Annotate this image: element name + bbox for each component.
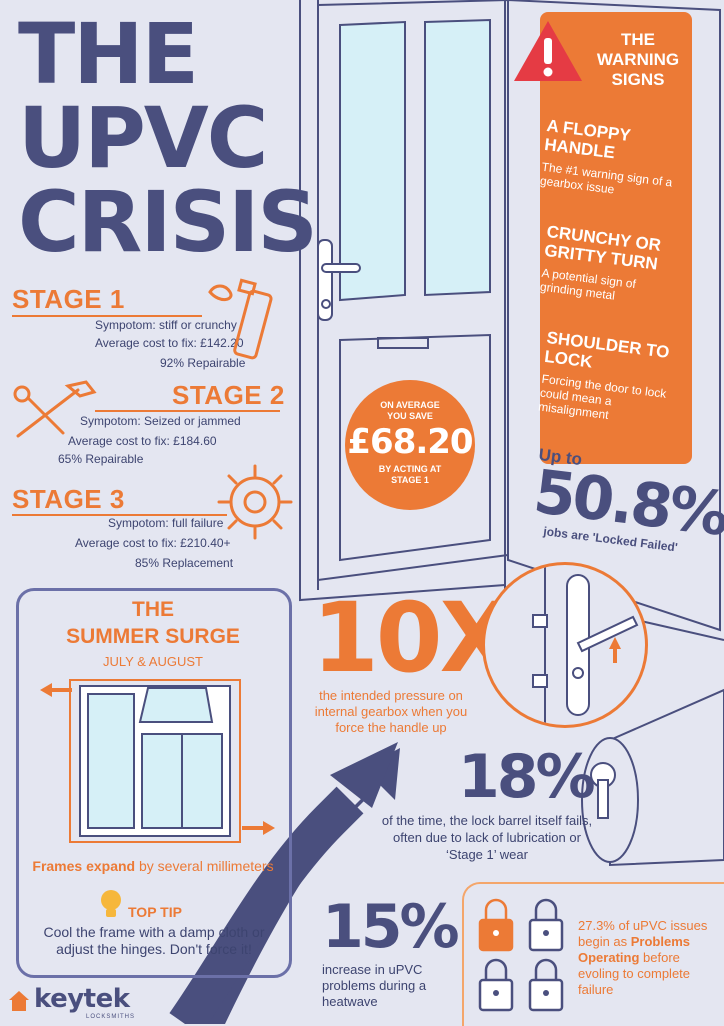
stage-3-cost: Average cost to fix: £210.40+ [75, 536, 231, 550]
warning-item-3-text: Forcing the door to lock could mean a mi… [537, 371, 668, 422]
title-line-1: THE [18, 5, 199, 103]
heatwave-text: increase in uPVC problems during a heatw… [322, 962, 427, 1009]
stage-2-cost: Average cost to fix: £184.60 [68, 434, 217, 448]
savings-amount: £68.20 [347, 422, 473, 462]
summer-title: THE SUMMER SURGE [66, 598, 240, 648]
heatwave-value: 15% [322, 892, 460, 962]
savings-badge: ON AVERAGE YOU SAVE £68.20 BY ACTING AT … [345, 380, 475, 510]
logo-name: keytek [34, 984, 130, 1014]
top-tip-text: Cool the frame with a damp cloth or adju… [43, 924, 265, 957]
summer-surge-box [16, 588, 292, 978]
stage-1-outcome: 92% Repairable [160, 356, 246, 370]
top-tip-title: TOP TIP [128, 904, 182, 920]
savings-bottom-text: BY ACTING AT STAGE 1 [378, 464, 442, 485]
handle-closeup-circle [482, 562, 648, 728]
stage-3-underline [12, 514, 227, 516]
summer-expand-text: Frames expand by several millimeters [32, 858, 274, 874]
spray-can-icon [208, 278, 273, 360]
pressure-text: the intended pressure on internal gearbo… [314, 688, 468, 735]
stage-1-symptom: Sympotom: stiff or crunchy [95, 318, 237, 332]
hammer-wrench-icon [13, 380, 97, 438]
savings-top-text: ON AVERAGE YOU SAVE [380, 400, 440, 421]
warning-triangle-icon [514, 21, 582, 81]
stage-1-title: STAGE 1 [12, 284, 125, 314]
door-handle-icon [532, 565, 639, 725]
logo-sub: LOCKSMITHS [86, 1014, 136, 1020]
stage-3-symptom: Sympotom: full failure [108, 516, 224, 530]
stage-1-cost: Average cost to fix: £142.20 [95, 336, 244, 350]
house-icon [9, 991, 29, 1011]
pressure-value: 10X [312, 582, 514, 694]
problems-text: 27.3% of uPVC issues begin as Problems O… [578, 918, 708, 997]
stage-1-underline [12, 315, 202, 317]
window-expand-illustration [40, 679, 275, 843]
title-line-2: UPVC [18, 89, 268, 187]
barrel-text: of the time, the lock barrel itself fail… [381, 813, 593, 862]
stage-2-underline [95, 410, 280, 412]
title-line-3: CRISIS [18, 173, 318, 271]
barrel-value: 18% [458, 742, 596, 812]
stage-2-symptom: Sympotom: Seized or jammed [80, 414, 241, 428]
stage-3-outcome: 85% Replacement [135, 556, 234, 570]
summer-subtitle: JULY & AUGUST [103, 654, 203, 669]
stage-2-outcome: 65% Repairable [58, 452, 144, 466]
warning-heading: THE WARNING SIGNS [596, 30, 680, 89]
stage-2-title: STAGE 2 [172, 380, 285, 410]
padlocks-icon [478, 898, 564, 1012]
stage-3-title: STAGE 3 [12, 484, 125, 514]
lightbulb-icon [101, 890, 121, 917]
gear-icon [217, 464, 293, 540]
